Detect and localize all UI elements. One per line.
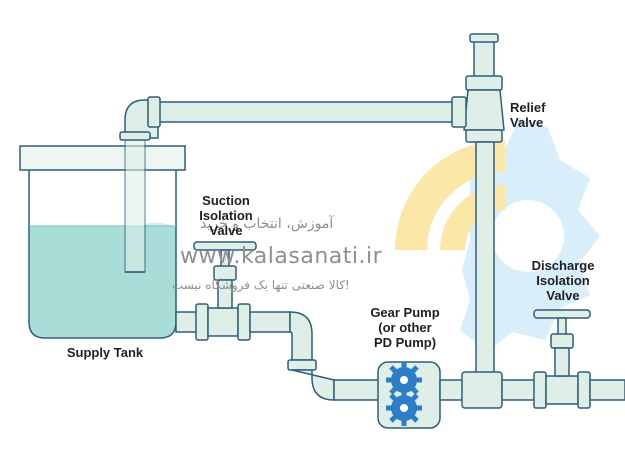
- discharge-valve-label-line-2: Isolation: [536, 273, 590, 288]
- return-line: [119, 96, 461, 273]
- discharge-valve-handle: [533, 309, 591, 377]
- suction-valve-handle: [193, 241, 257, 309]
- gear-pump-label-line-3: PD Pump): [373, 335, 437, 350]
- discharge-valve-label-line-1: Discharge: [531, 258, 595, 273]
- supply-tank-label: Supply Tank: [66, 345, 144, 360]
- suction-valve-label-line-1: Suction: [202, 193, 250, 208]
- relief-valve-label-line-2: Valve: [510, 115, 544, 130]
- watermark-line-3: کالا صنعتی تنها یک فروشگاه نیست!: [172, 278, 350, 292]
- relief-valve-label: Relief Valve: [510, 100, 545, 130]
- gear-pump-label-line-2: (or other: [378, 320, 432, 335]
- suction-valve-label-line-2: Isolation: [199, 208, 253, 223]
- relief-valve-label-line-1: Relief: [510, 100, 546, 115]
- relief-valve: [451, 33, 505, 375]
- tank-body: [28, 170, 177, 339]
- tank-water: [29, 226, 176, 338]
- gear-pump-label-line-1: Gear Pump: [370, 305, 440, 320]
- discharge-valve-label-line-3: Valve: [546, 288, 580, 303]
- gear-pump: [377, 361, 441, 429]
- discharge-valve-label: Discharge Isolation Valve: [508, 258, 618, 303]
- discharge-line: [439, 371, 625, 409]
- watermark-line-1: آموزش، انتخاب و خرید: [200, 216, 334, 232]
- tank-lid: [19, 145, 186, 171]
- watermark-url: www.kalasanati.ir: [180, 244, 383, 269]
- gear-pump-label: Gear Pump (or other PD Pump): [350, 305, 460, 350]
- suction-valve-label-line-3: Valve: [209, 223, 243, 238]
- pump-gear-icon: [386, 362, 422, 426]
- supply-tank: [19, 145, 186, 339]
- suction-valve-label: Suction Isolation Valve: [176, 193, 276, 238]
